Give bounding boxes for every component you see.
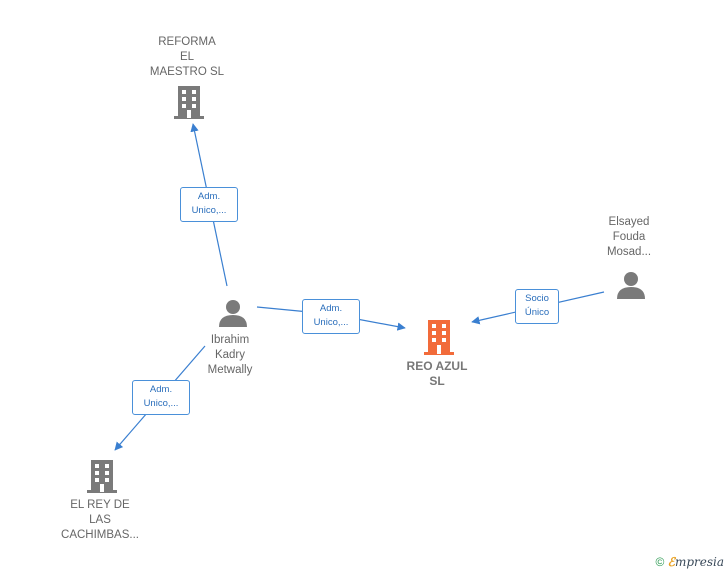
person-icon[interactable] [218, 298, 248, 328]
person-label-ibrahim[interactable]: Ibrahim Kadry Metwally [207, 334, 253, 376]
edge-label-ibrahim-reo[interactable]: Adm. Unico,... [302, 299, 360, 334]
person-icon[interactable] [616, 270, 646, 300]
company-label-el-rey[interactable]: EL REY DE LAS CACHIMBAS... [61, 499, 139, 541]
edge-label-ibrahim-elrey[interactable]: Adm. Unico,... [132, 380, 190, 415]
building-icon[interactable] [173, 84, 205, 120]
company-label-reo-azul[interactable]: REO AZUL SL [406, 359, 468, 388]
brand-footer[interactable]: © ℰmpresia [655, 555, 724, 569]
company-label-reforma[interactable]: REFORMA EL MAESTRO SL [149, 36, 225, 78]
copyright-icon: © [655, 555, 665, 569]
person-label-elsayed[interactable]: Elsayed Fouda Mosad... [606, 216, 652, 258]
building-icon[interactable] [86, 458, 118, 494]
empresia-logo: ℰmpresia [667, 555, 724, 569]
edge-label-ibrahim-reforma[interactable]: Adm. Unico,... [180, 187, 238, 222]
edge-label-elsayed-reo[interactable]: Socio Único [515, 289, 559, 324]
main-building-icon[interactable] [423, 318, 455, 356]
